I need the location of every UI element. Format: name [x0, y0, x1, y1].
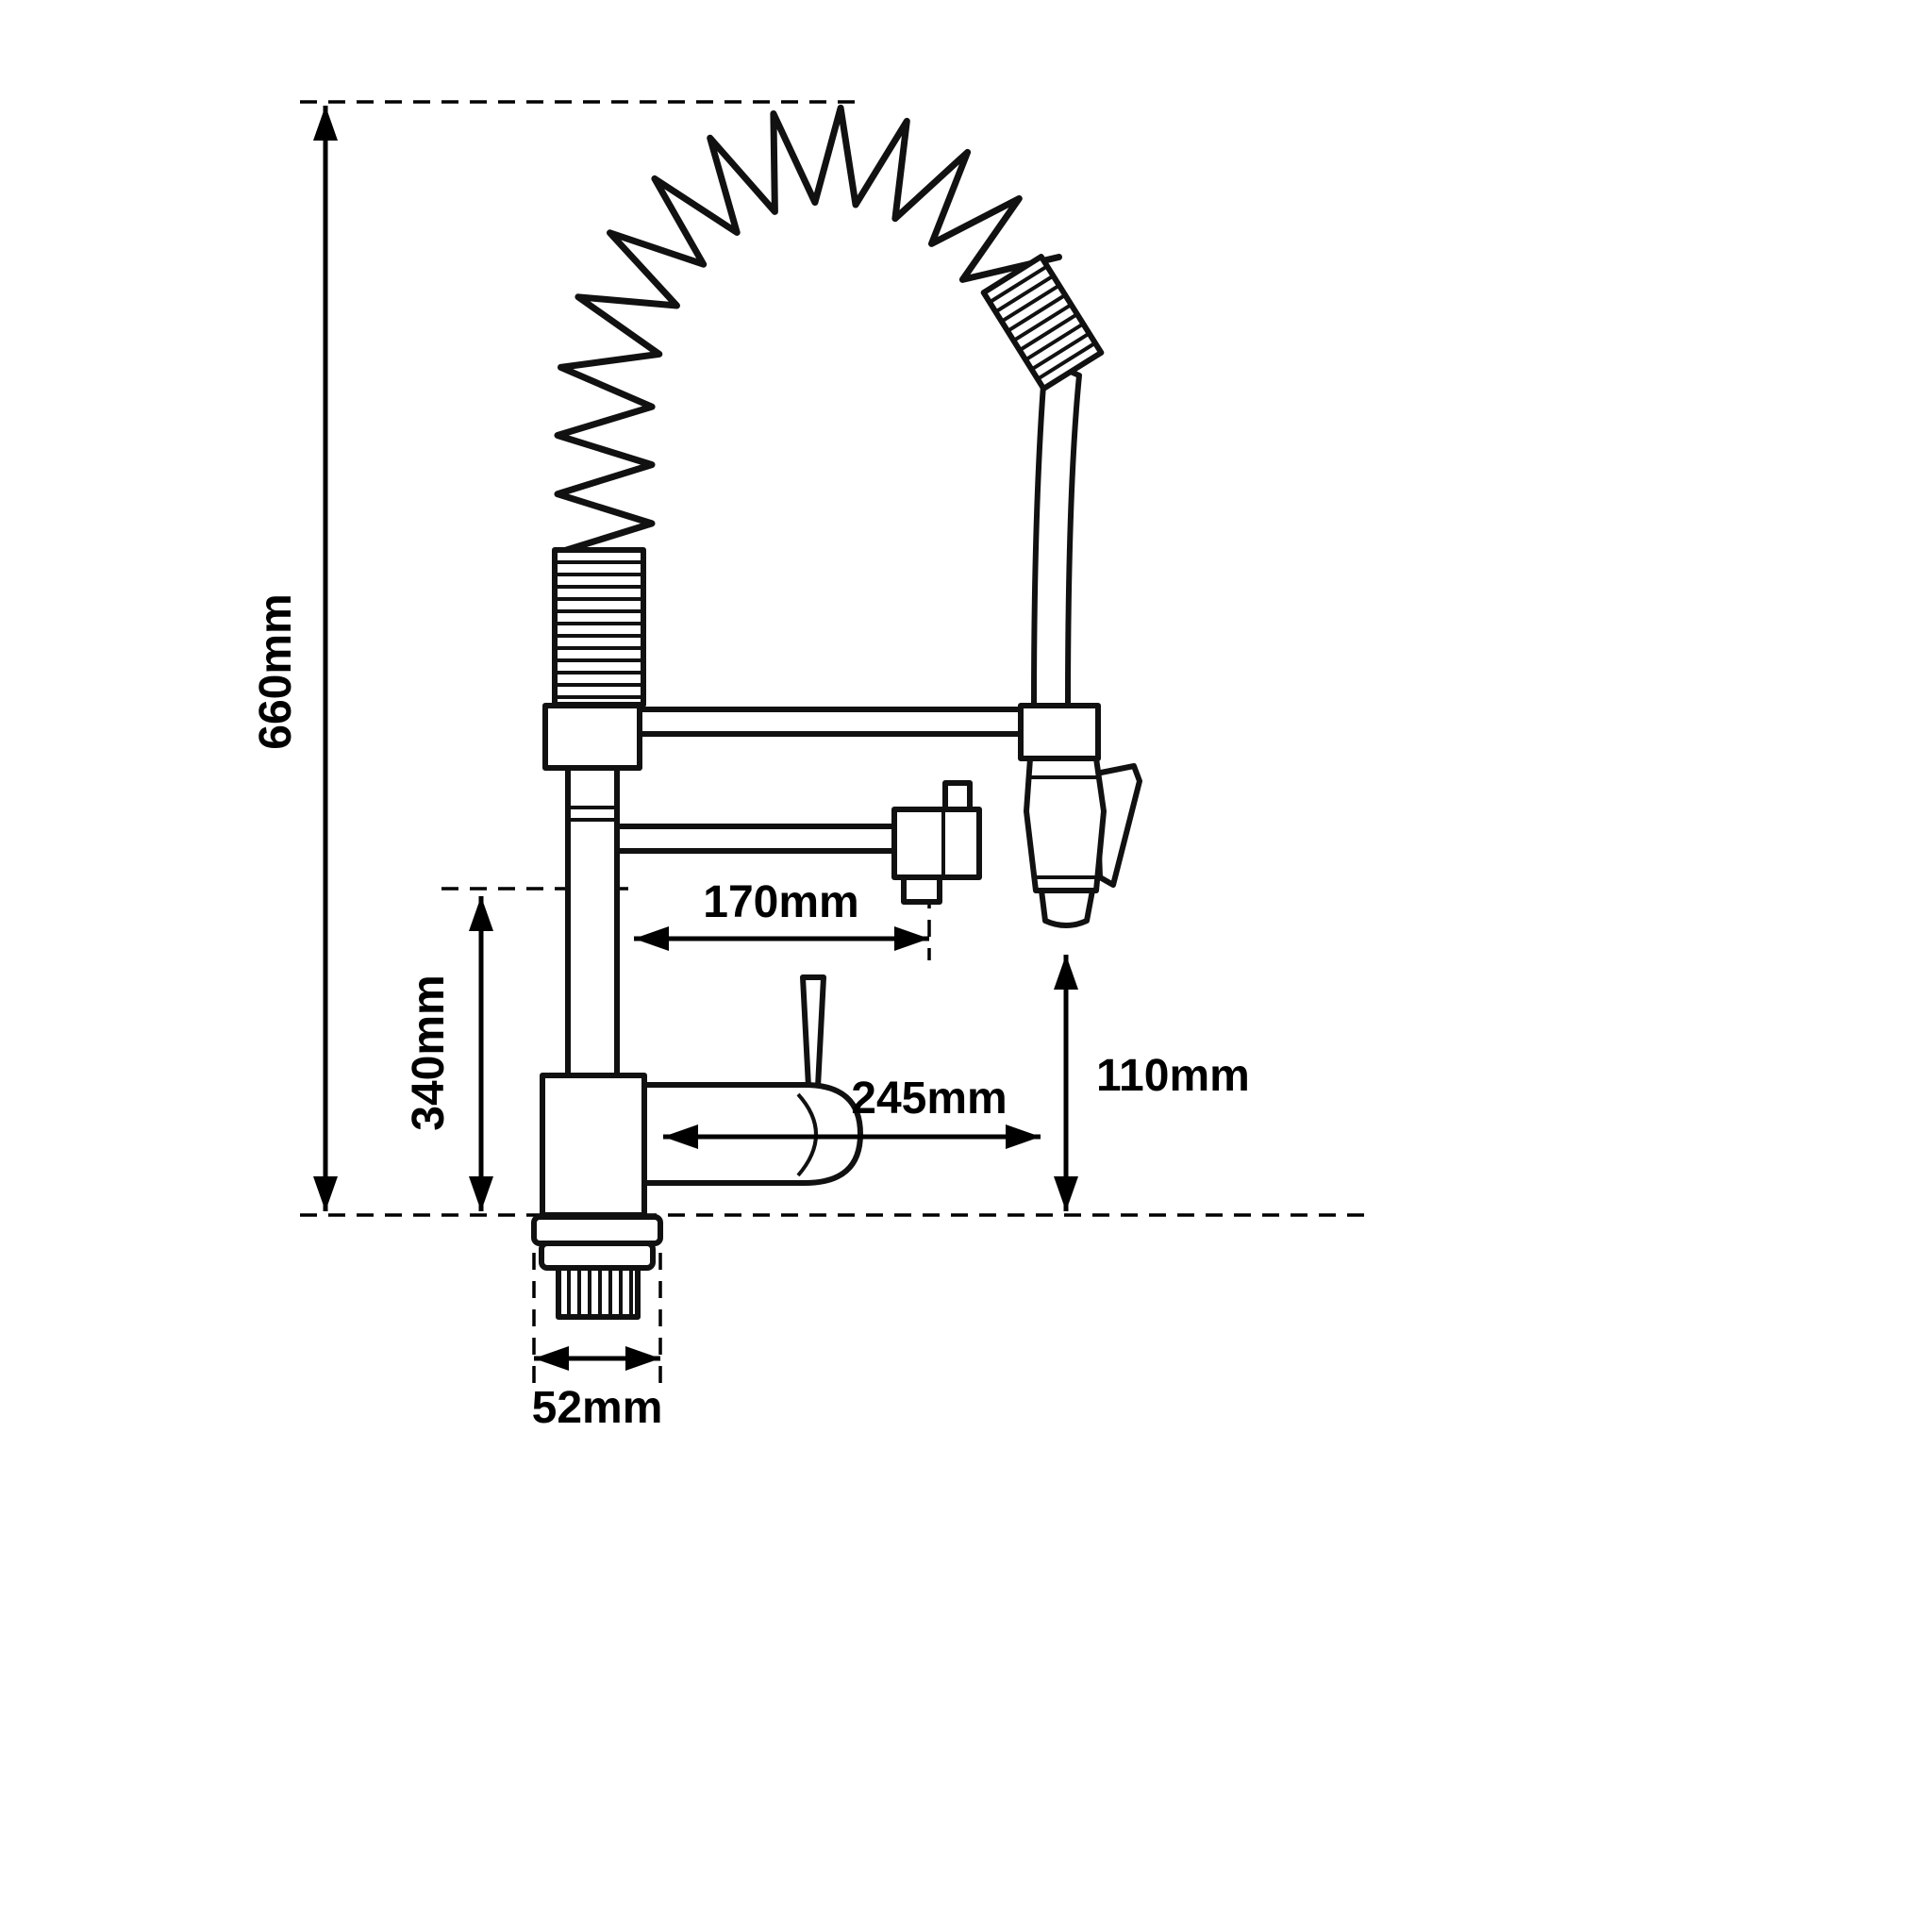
column-pipe — [565, 765, 620, 1086]
spout-valve-knob — [942, 780, 973, 812]
faucet-outline — [531, 104, 1142, 1320]
spout-arm — [614, 824, 899, 854]
mixer-handle-lever — [800, 974, 826, 1090]
left-cuff-ribs — [555, 560, 643, 699]
mount-flange-lower — [539, 1241, 656, 1271]
dim-label-overall-reach: 245mm — [851, 1074, 1007, 1124]
right-cuff-ribs — [988, 264, 1097, 381]
dim-label-overall-height: 660mm — [251, 593, 301, 749]
dim-label-spout-reach: 170mm — [703, 877, 858, 927]
dim-overall-reach: 245mm — [663, 1074, 1041, 1149]
support-bar — [637, 707, 1026, 737]
spout-nozzle — [901, 874, 942, 905]
base-body — [540, 1073, 647, 1218]
mount-stem-threads — [567, 1268, 633, 1317]
dim-base-width: 52mm — [532, 1346, 663, 1433]
dim-overall-height: 660mm — [251, 106, 338, 1211]
dim-label-spray-outlet-height: 110mm — [1096, 1051, 1250, 1101]
column-pipe-joints — [568, 806, 617, 822]
dim-label-column-height: 340mm — [404, 974, 454, 1130]
pullout-hose-tube — [1031, 358, 1082, 708]
spring-coil — [554, 104, 1062, 557]
dimensions: 660mm 340mm 170mm 110mm 245mm 52mm — [251, 106, 1250, 1433]
mixer-body — [641, 1082, 863, 1186]
dim-spout-reach: 170mm — [634, 877, 929, 951]
dim-spray-outlet-height: 110mm — [1054, 955, 1250, 1211]
spray-head-rings — [1027, 775, 1101, 879]
construction-lines — [300, 100, 1366, 1385]
spray-head-body — [1024, 756, 1107, 893]
mount-flange-upper — [531, 1214, 663, 1246]
spray-head-outlet — [1039, 888, 1095, 928]
left-spring-cuff — [552, 547, 646, 708]
dim-column-height: 340mm — [404, 896, 493, 1211]
column-top-block — [542, 703, 642, 771]
dim-label-base-width: 52mm — [532, 1383, 663, 1433]
right-spring-cuff — [980, 254, 1105, 391]
hose-elbow-block — [1018, 703, 1101, 761]
spout-end-body — [891, 807, 982, 880]
